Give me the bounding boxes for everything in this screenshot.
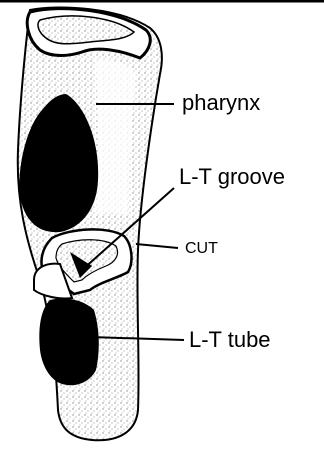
pharynx-label: pharynx <box>182 92 260 114</box>
cut-label: CUT <box>185 241 218 257</box>
lt-groove-label: L-T groove <box>179 166 285 188</box>
lt-tube-lumen <box>39 298 98 385</box>
lt-tube-label: L-T tube <box>189 329 271 351</box>
cut-leader <box>136 244 178 248</box>
